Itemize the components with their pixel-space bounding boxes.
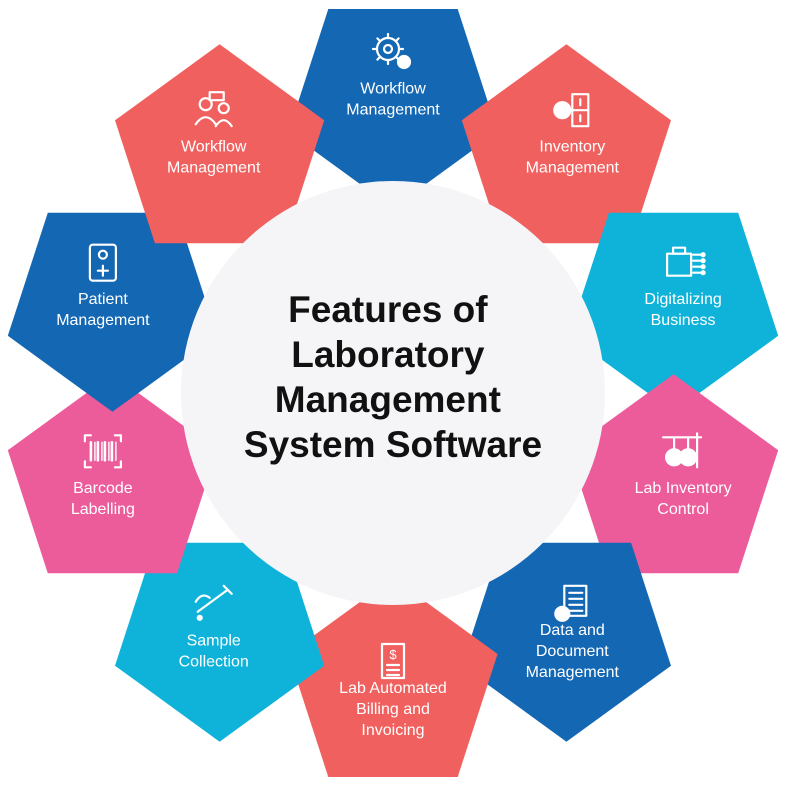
segment-label-line: Business: [651, 312, 716, 329]
segment-label-line: Data and: [540, 622, 605, 639]
segment-label-line: Invoicing: [361, 722, 424, 739]
center-circle: [181, 181, 605, 605]
segment-shape: [115, 44, 325, 244]
syringe-hand-icon: [194, 584, 233, 621]
segment-label-line: Workflow: [181, 139, 247, 156]
invoice-icon: $: [380, 642, 406, 680]
segment-label-line: Workflow: [360, 81, 426, 98]
flask-rack-icon: [661, 432, 703, 469]
gears-icon: [371, 32, 412, 70]
segment-label-line: Lab Inventory: [635, 480, 732, 497]
segment-label-line: Billing and: [356, 701, 430, 718]
segment-label-line: Barcode: [73, 480, 133, 497]
segment-shape: [461, 44, 671, 244]
center-title: Features of Laboratory Management System…: [244, 289, 542, 465]
document-gear-icon: [554, 584, 588, 622]
center-title-line: Laboratory: [291, 334, 485, 375]
segment-shape: [461, 542, 671, 742]
segment-shape: [568, 374, 779, 574]
svg-text:$: $: [389, 647, 397, 662]
segment-label-line: Control: [657, 501, 709, 518]
segment-shape: [7, 374, 218, 574]
segment-label-line: Management: [56, 312, 150, 329]
digital-briefcase-icon: [665, 246, 706, 277]
segment-shape: [568, 212, 779, 412]
segment-label-line: Management: [167, 160, 261, 177]
segment-shape: [288, 9, 498, 208]
segment-label-line: Lab Automated: [339, 680, 447, 697]
segment-label-line: Sample: [187, 632, 241, 649]
segment-label-line: Patient: [78, 291, 128, 308]
inventory-cabinet-icon: [553, 93, 590, 128]
segment-label-line: Digitalizing: [644, 291, 721, 308]
center-title-line: System Software: [244, 424, 542, 465]
segment-label-line: Labelling: [71, 501, 135, 518]
center-title-line: Features of: [288, 289, 488, 330]
center-title-line: Management: [275, 379, 501, 420]
team-workflow-icon: [194, 91, 233, 128]
segment-label-line: Management: [526, 160, 620, 177]
segment-shape: [115, 542, 325, 742]
segment-shape: [7, 212, 218, 412]
segment-label-line: Inventory: [539, 139, 605, 156]
segment-label-line: Collection: [179, 653, 249, 670]
patient-card-icon: [88, 243, 118, 282]
segment-label-line: Management: [346, 102, 440, 119]
segment-label-line: Document: [536, 643, 609, 660]
segment-label-line: Management: [526, 664, 620, 681]
barcode-icon: [83, 434, 123, 469]
